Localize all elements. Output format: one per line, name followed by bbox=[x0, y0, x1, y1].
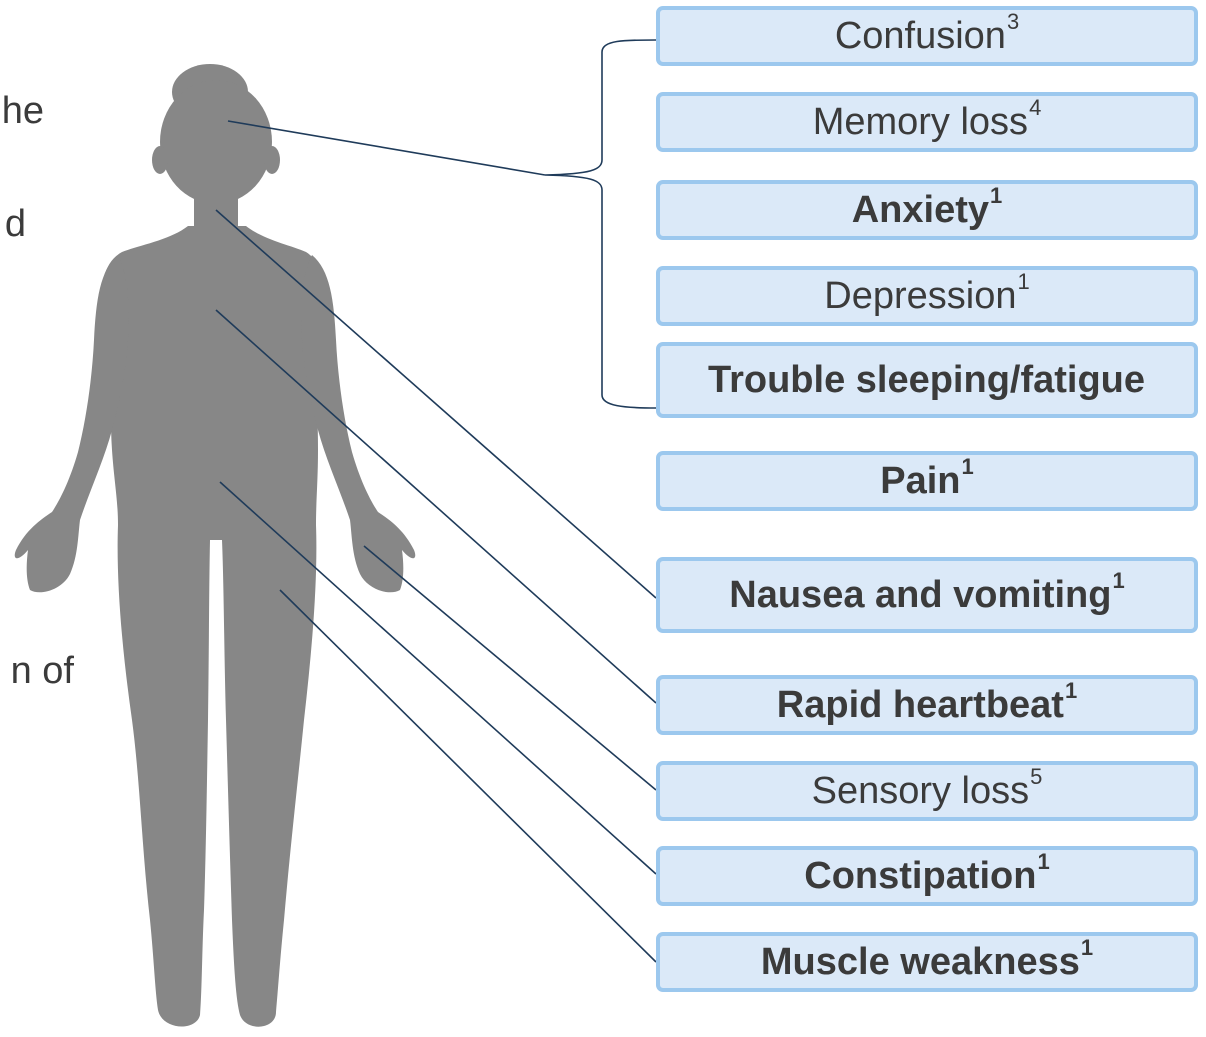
leader-line-leg bbox=[280, 590, 656, 962]
symptom-label: Memory loss bbox=[813, 103, 1028, 141]
symptom-label: Confusion bbox=[835, 17, 1006, 55]
symptom-label: Trouble sleeping/fatigue bbox=[708, 361, 1145, 399]
symptom-label: Nausea and vomiting bbox=[729, 576, 1111, 614]
symptom-label: Constipation bbox=[804, 857, 1036, 895]
symptom-box-trouble-sleeping: Trouble sleeping/fatigue bbox=[656, 342, 1198, 418]
female-body-silhouette-icon bbox=[15, 64, 416, 1027]
symptom-label: Anxiety bbox=[852, 191, 989, 229]
symptom-label: Muscle weakness bbox=[761, 943, 1080, 981]
symptom-label: Pain bbox=[880, 462, 960, 500]
head-symptoms-bracket bbox=[545, 40, 656, 408]
symptom-label: Sensory loss bbox=[812, 772, 1030, 810]
symptom-label: Depression bbox=[824, 277, 1016, 315]
leader-line-hand bbox=[364, 546, 656, 790]
symptom-label: Rapid heartbeat bbox=[777, 686, 1064, 724]
